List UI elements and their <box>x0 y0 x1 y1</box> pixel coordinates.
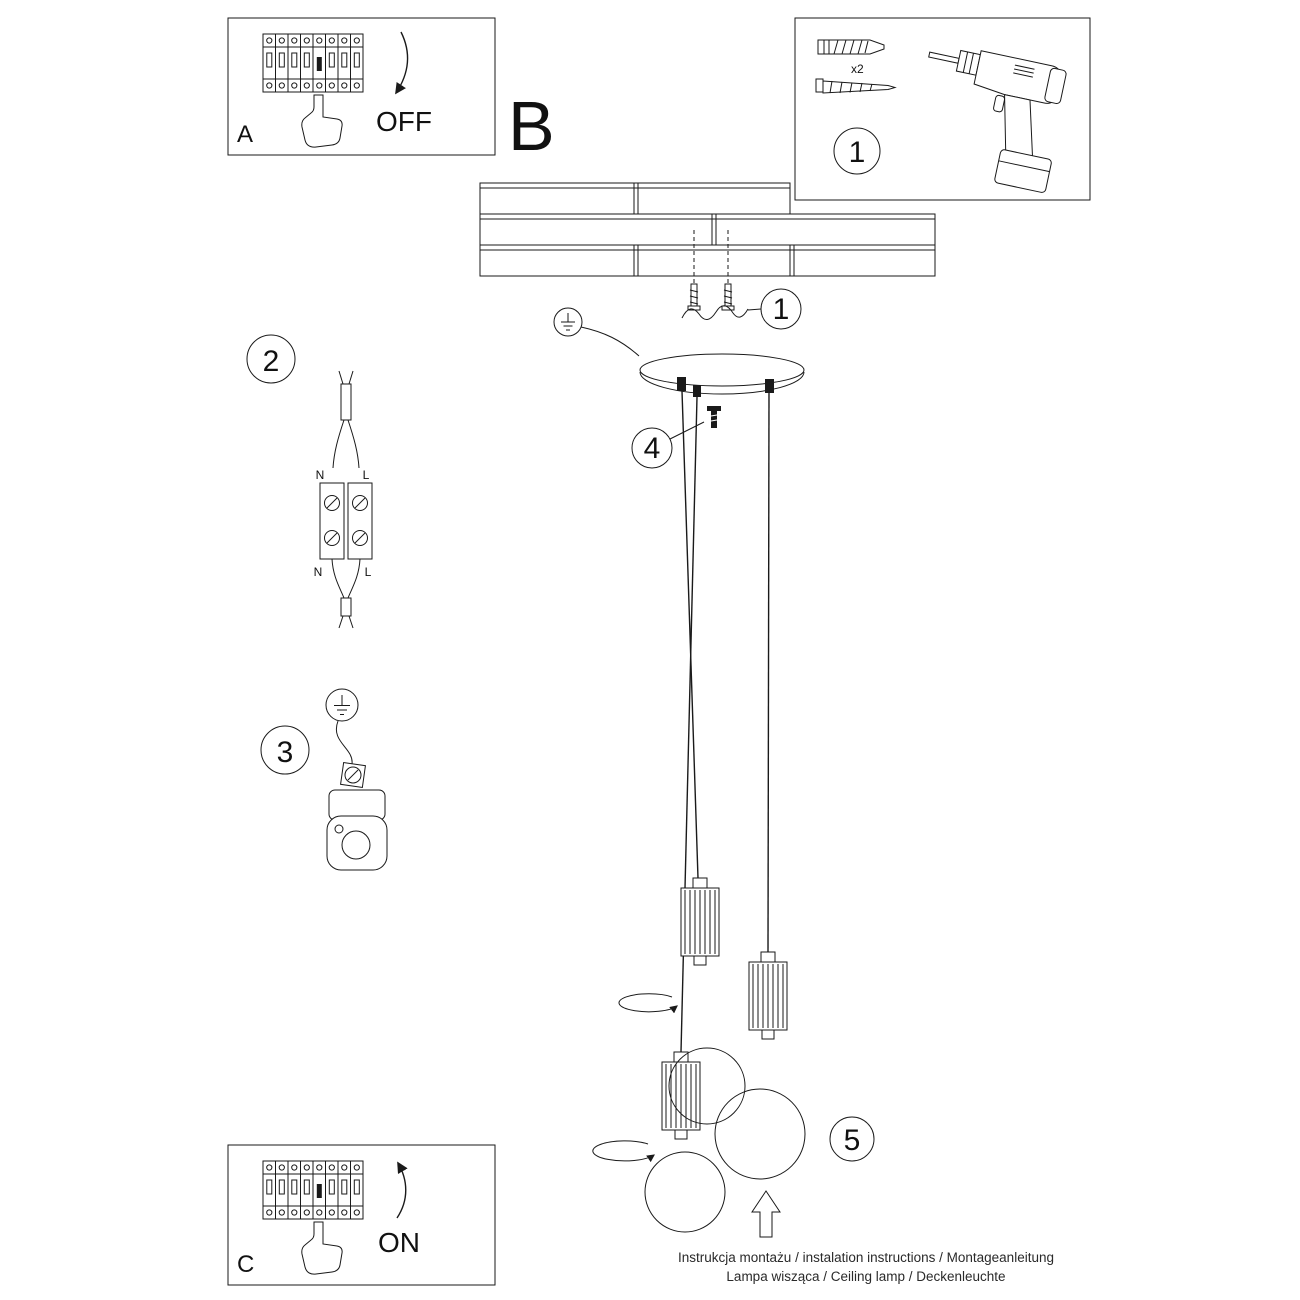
callout-2: 2 <box>246 334 296 384</box>
tools-panel: x2 1 <box>794 17 1091 201</box>
mounting-screw-right <box>721 283 735 311</box>
holder-bracket-drawing <box>326 789 388 871</box>
bulb-1 <box>668 1047 746 1125</box>
mounting-bracket <box>681 305 749 320</box>
off-label: OFF <box>376 106 432 137</box>
pendant-cord-1 <box>681 390 699 879</box>
panel-c: C ON <box>227 1144 496 1286</box>
label-l-bottom: L <box>365 565 372 579</box>
callout-1: 1 <box>760 288 802 330</box>
drill-icon <box>928 49 1067 193</box>
screw-icon <box>815 78 897 94</box>
earth-wire <box>580 326 640 357</box>
ceiling-drawing <box>479 182 936 277</box>
panel-a-label: A <box>237 121 253 148</box>
pendant-cord-3 <box>767 392 770 953</box>
label-n-top: N <box>316 468 325 482</box>
label-l-top: L <box>363 468 370 482</box>
cord-gland <box>765 379 774 393</box>
callout-5: 5 <box>829 1116 875 1162</box>
svg-text:1: 1 <box>773 293 790 326</box>
canopy-drawing <box>639 353 805 397</box>
screw-count-label: x2 <box>851 62 864 76</box>
canopy-screw-icon <box>707 406 721 428</box>
svg-text:1: 1 <box>849 136 866 169</box>
callout-3: 3 <box>260 725 310 775</box>
callout-4-leader <box>667 421 705 441</box>
mounting-screws-and-bracket <box>681 230 762 320</box>
on-label: ON <box>378 1227 420 1258</box>
ground-terminal-drawing <box>340 762 366 788</box>
lamp-holder-1 <box>680 877 720 966</box>
lamp-holder-3 <box>661 1051 701 1140</box>
panel-c-label: C <box>237 1251 254 1278</box>
footer-line-1: Instrukcja montażu / instalation instruc… <box>678 1250 1054 1265</box>
terminal-block-drawing <box>319 482 373 560</box>
svg-text:3: 3 <box>277 736 294 769</box>
mounting-screw-left <box>687 283 701 311</box>
insert-arrow-icon <box>751 1190 781 1238</box>
off-arrow-icon <box>395 31 409 95</box>
wire-splitter-drawing <box>332 370 360 469</box>
cord-gland <box>693 385 701 397</box>
panel-a: A OFF <box>227 17 496 156</box>
svg-text:2: 2 <box>263 345 280 378</box>
svg-text:5: 5 <box>844 1124 861 1157</box>
footer-line-2: Lampa wisząca / Ceiling lamp / Deckenleu… <box>726 1269 1005 1284</box>
rotate-arrow-icon-2 <box>592 1140 655 1163</box>
label-n-bottom: N <box>314 565 323 579</box>
bulb-3 <box>644 1151 726 1233</box>
callout-4: 4 <box>631 427 673 469</box>
callout-1-leader <box>747 308 762 311</box>
step-1-badge: 1 <box>833 127 881 175</box>
ground-symbol-icon <box>553 307 583 337</box>
lamp-holder-2 <box>748 951 788 1040</box>
on-arrow-icon <box>396 1161 408 1219</box>
wall-anchor-icon <box>817 39 885 55</box>
wire-merger-drawing <box>331 558 361 629</box>
section-b-label: B <box>508 87 555 165</box>
ground-symbol-icon-2 <box>325 688 359 722</box>
bulb-2 <box>714 1088 806 1180</box>
cord-gland <box>677 377 686 391</box>
ground-wire <box>335 720 353 765</box>
svg-text:4: 4 <box>644 432 661 465</box>
rotate-arrow-icon-1 <box>618 993 678 1014</box>
